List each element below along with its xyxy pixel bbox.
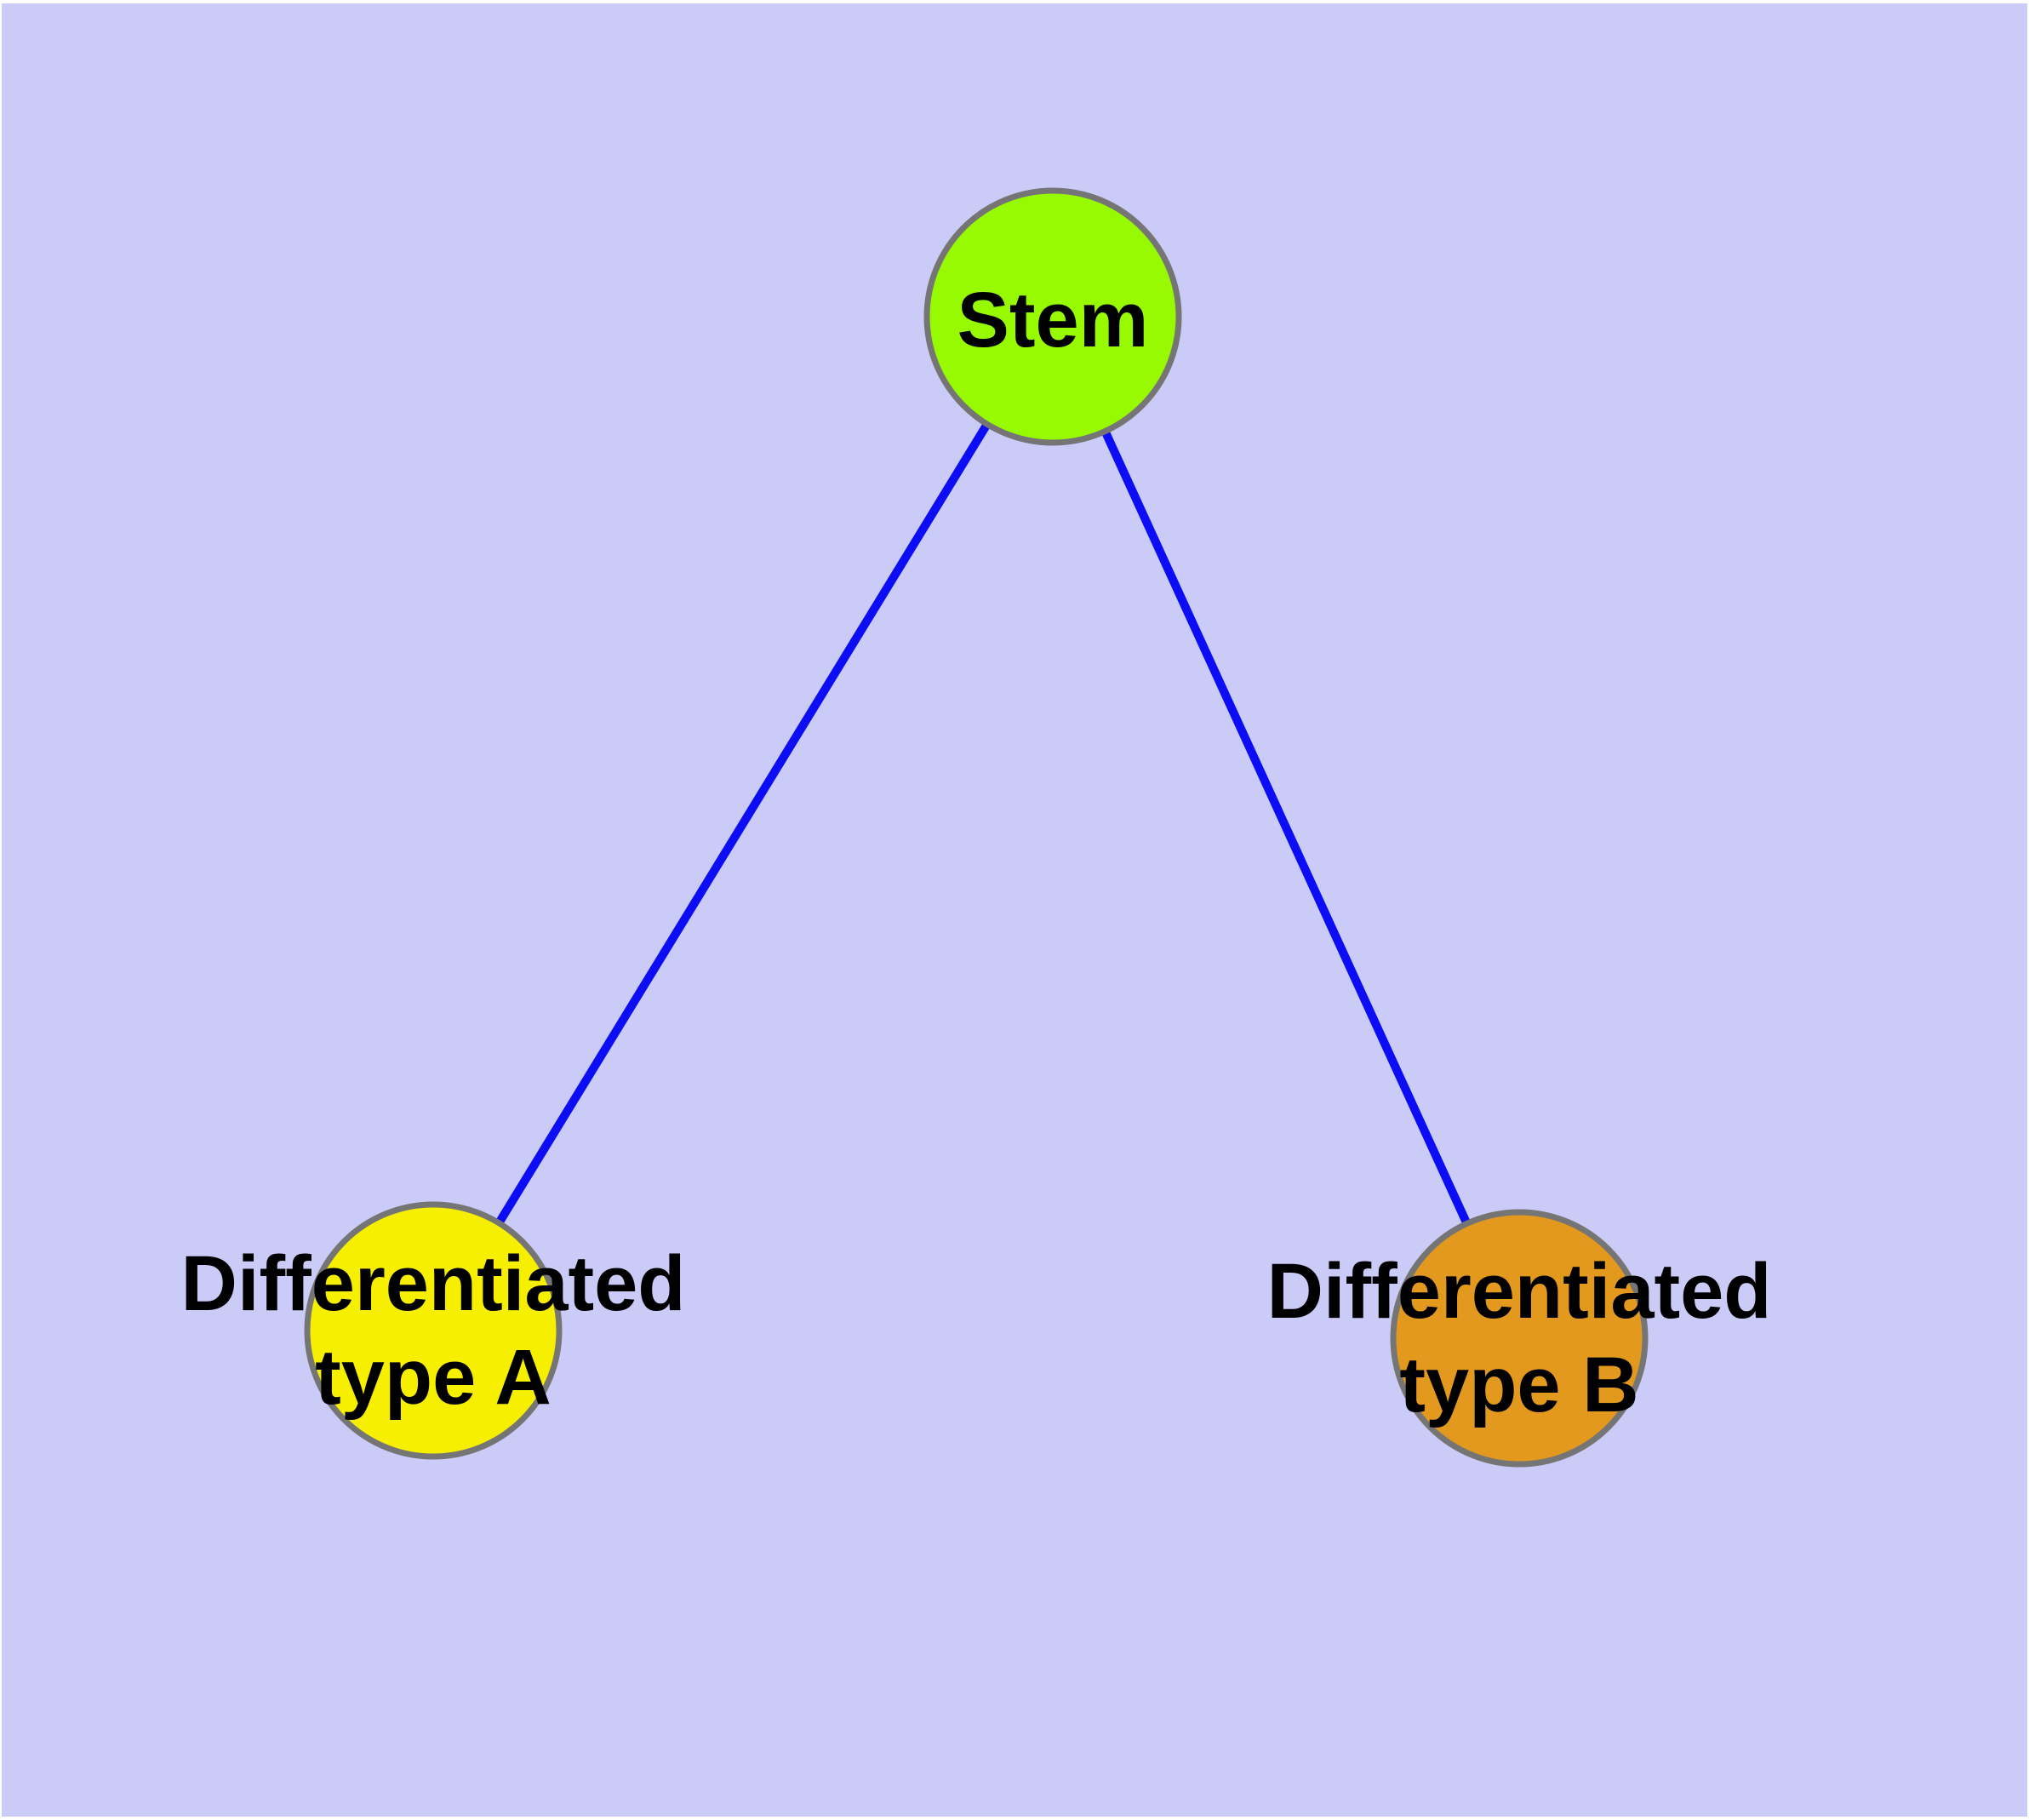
node-differentiated-type-b-label-line2: type B	[1399, 1342, 1638, 1428]
edge-stem-to-type-b	[1049, 314, 1523, 1341]
node-differentiated-type-a-label-line1: Differentiated	[181, 1240, 686, 1327]
edge-stem-to-type-a	[429, 314, 1057, 1333]
node-differentiated-type-a	[304, 1201, 563, 1460]
node-differentiated-type-a-label-line2: type A	[315, 1334, 552, 1421]
node-stem	[923, 187, 1182, 446]
node-stem-label: Stem	[957, 277, 1149, 363]
node-differentiated-type-b-label-line1: Differentiated	[1267, 1248, 1772, 1335]
node-differentiated-type-b	[1390, 1209, 1649, 1468]
